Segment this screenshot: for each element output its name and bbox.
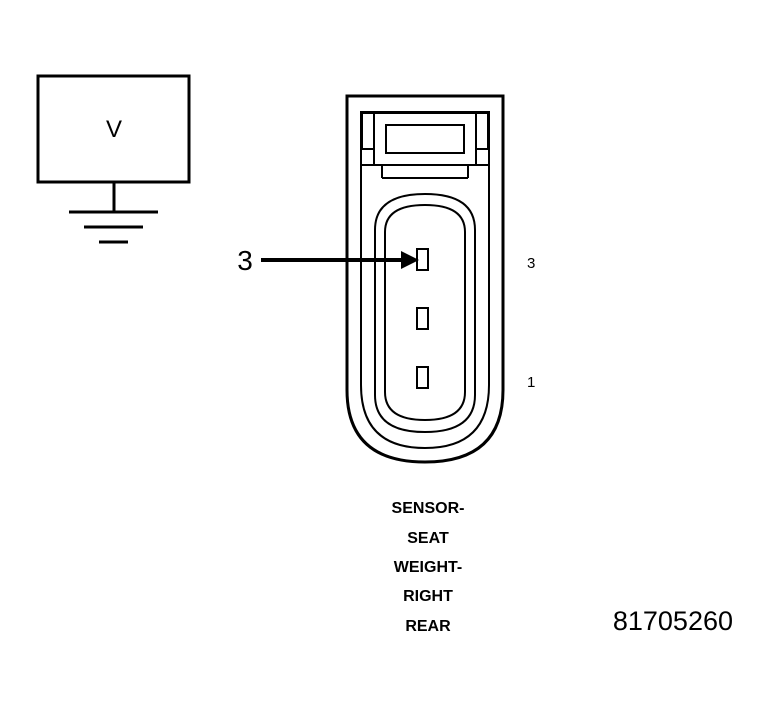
pin-label-bottom: 1 <box>527 374 535 391</box>
callout-arrow: 3 <box>237 245 419 276</box>
pin-label-top: 3 <box>527 255 535 272</box>
connector-body <box>345 94 505 464</box>
callout-label: 3 <box>237 245 253 276</box>
voltmeter-box <box>36 74 191 184</box>
voltmeter-symbol: V <box>36 74 191 212</box>
sensor-name-line: REAR <box>405 618 451 635</box>
sensor-name-line: WEIGHT- <box>394 559 462 576</box>
ground-icon <box>69 210 158 244</box>
terminal-cavity-outer <box>374 192 476 434</box>
connector-inner-outline <box>360 111 490 450</box>
sensor-name-line: RIGHT <box>403 588 453 605</box>
terminal-pin-3 <box>416 248 429 271</box>
locking-latch <box>361 112 489 179</box>
sensor-name-line: SENSOR- <box>392 500 465 517</box>
sensor-name-line: SEAT <box>407 530 449 547</box>
sensor-name: SENSOR- SEAT WEIGHT- RIGHT REAR <box>392 500 465 635</box>
figure-id: 81705260 <box>613 606 733 636</box>
terminal-cavity-inner <box>384 203 466 422</box>
terminal-pin-1 <box>416 366 429 389</box>
terminal-pin-2 <box>416 307 429 330</box>
voltmeter-label: V <box>106 116 122 143</box>
